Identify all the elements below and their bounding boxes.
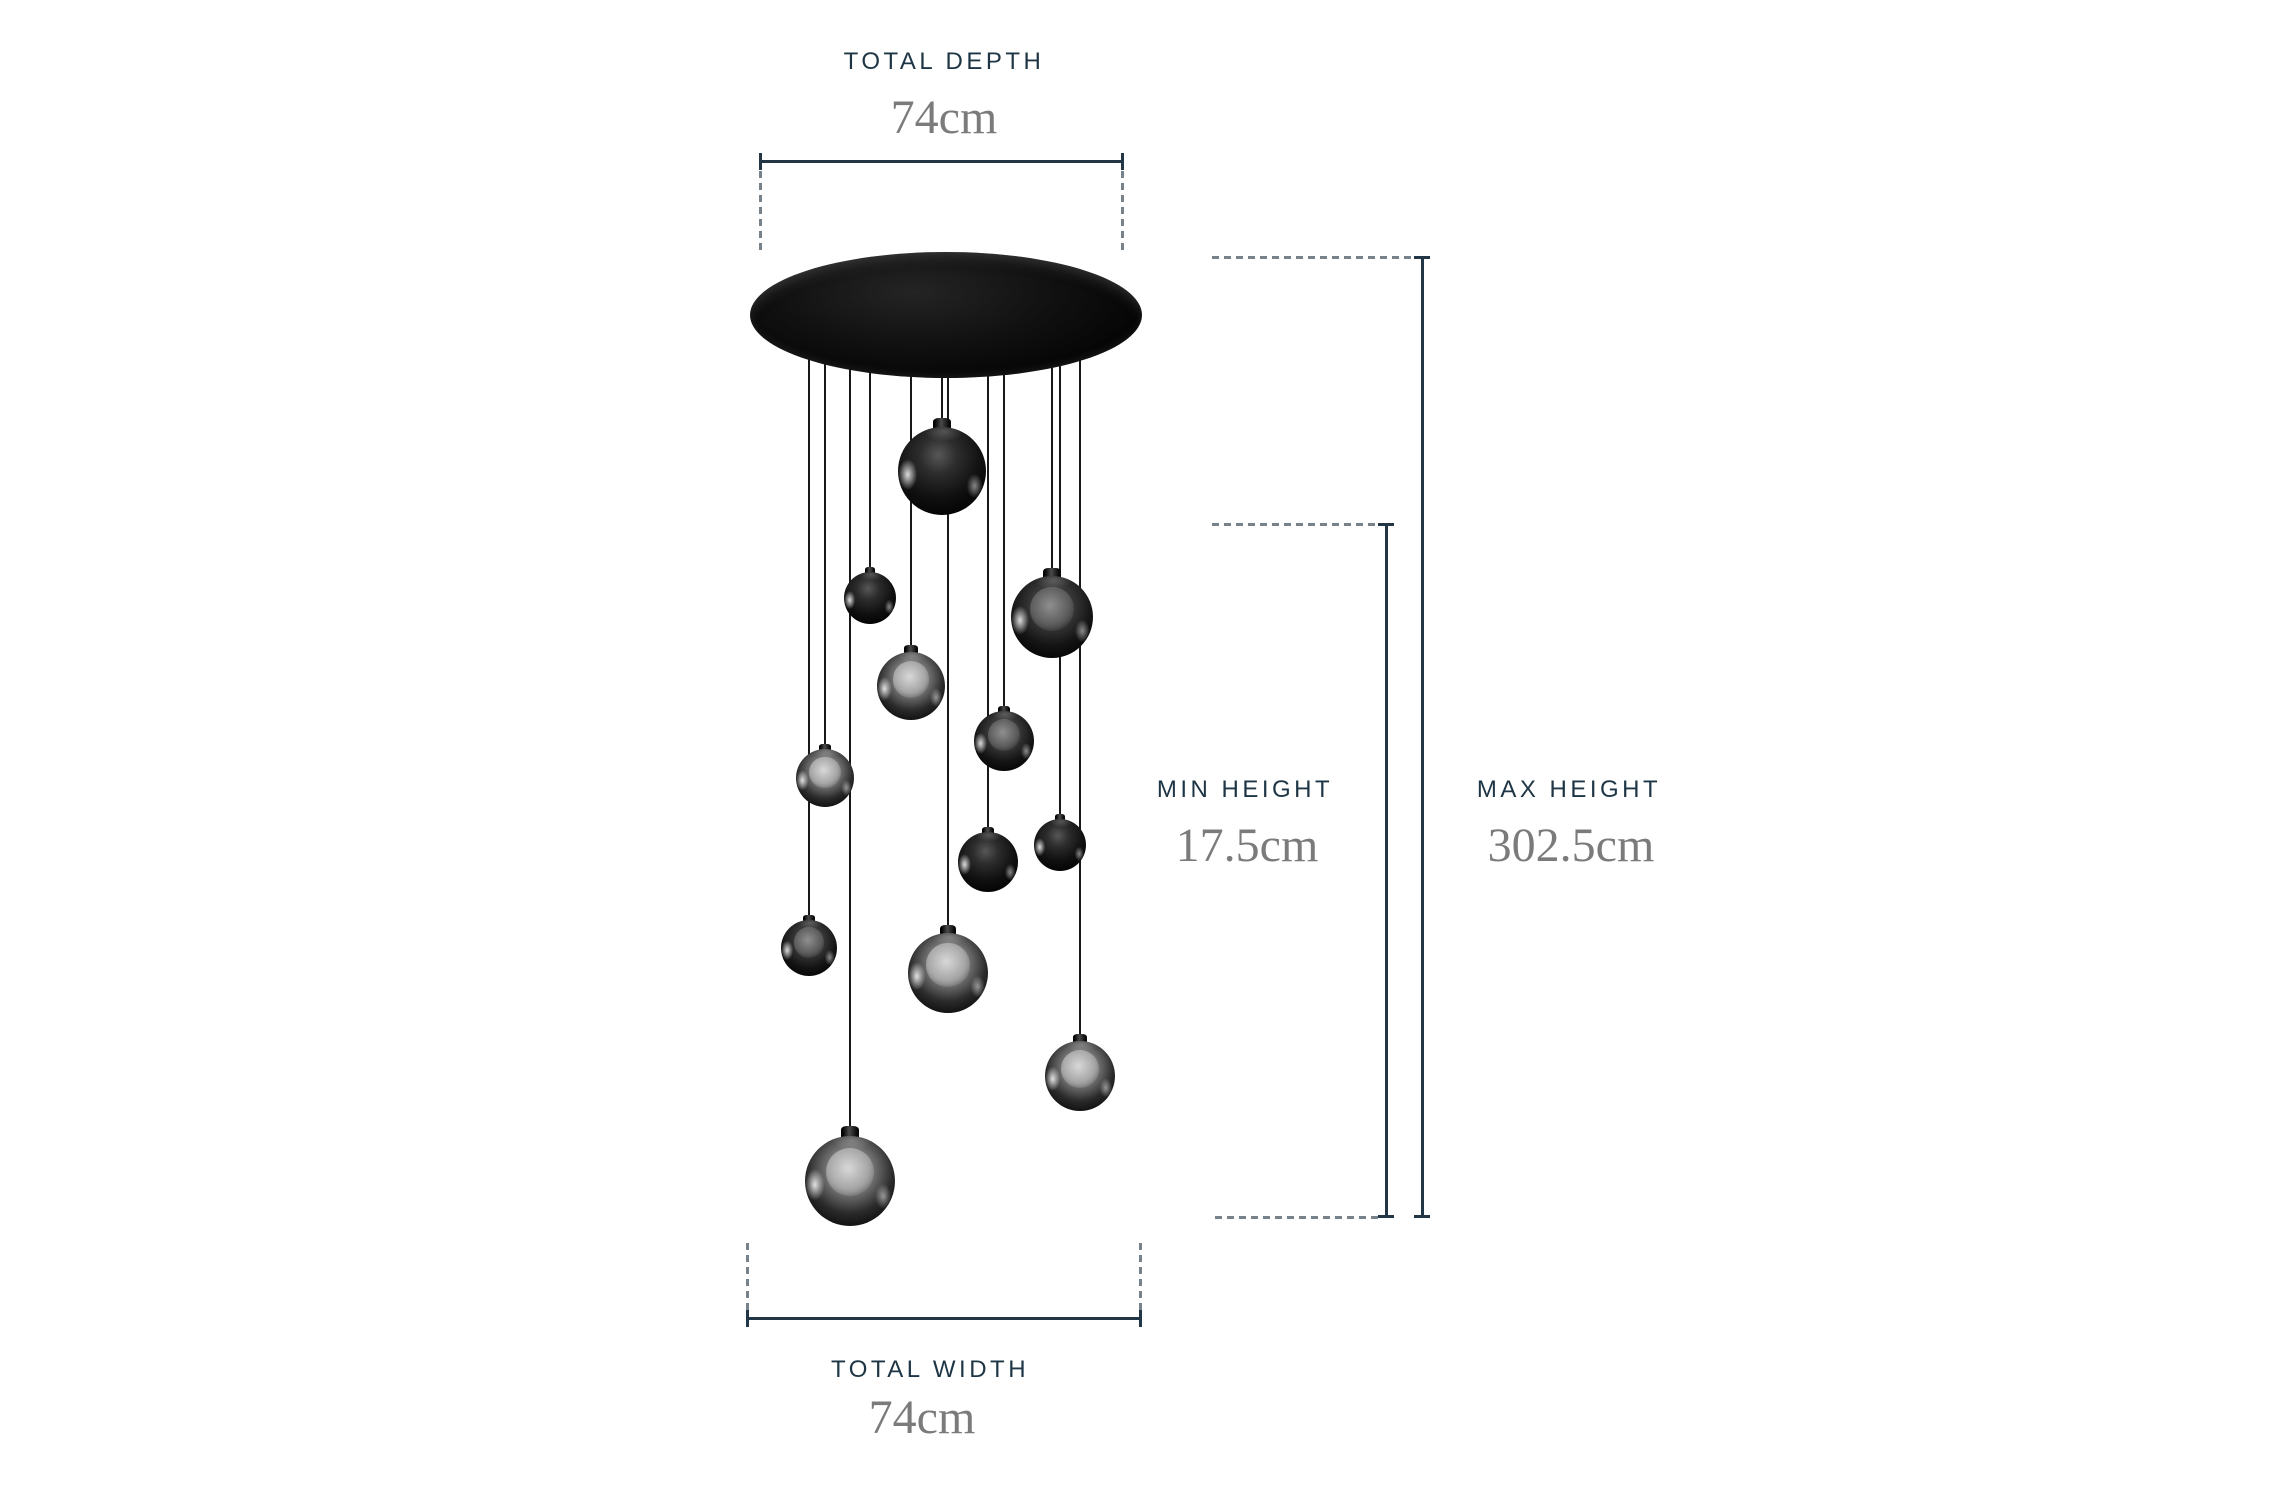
pendant-orb (1011, 576, 1093, 658)
pendant-socket (1072, 1034, 1088, 1044)
pendant-cord (848, 359, 852, 1127)
total-depth-label: TOTAL DEPTH (843, 48, 1045, 75)
pendant-socket (818, 743, 832, 752)
pendant-cord (909, 366, 913, 646)
pendant-orb (805, 1136, 895, 1226)
pendant-socket (997, 705, 1011, 714)
min-height-label: MIN HEIGHT (1156, 776, 1334, 803)
min-height-value: 17.5cm (1175, 819, 1319, 872)
pendant-cord (946, 367, 950, 925)
pendant-socket (864, 567, 876, 575)
max-height-value: 302.5cm (1487, 819, 1655, 872)
pendant-orb (958, 832, 1018, 892)
total-width-label: TOTAL WIDTH (830, 1356, 1030, 1383)
total-width-value: 74cm (868, 1391, 976, 1444)
total-depth-right-tick (1121, 153, 1124, 170)
pendant-cord (940, 367, 944, 418)
total-depth-dimension-line (761, 160, 1123, 163)
total-width-left-tick (746, 1310, 749, 1327)
pendant-socket (803, 915, 815, 923)
pendant-cord (1078, 350, 1082, 1035)
pendant-orb (781, 920, 837, 976)
total-depth-left-tick (759, 153, 762, 170)
height-bottom-extension-line (1215, 1216, 1380, 1219)
max-height-top-cap (1414, 256, 1430, 259)
min-height-top-cap (1378, 523, 1394, 526)
total-width-left-extension-line (746, 1243, 749, 1323)
pendant-socket (1054, 814, 1066, 822)
ceiling-canopy (750, 252, 1142, 378)
pendant-orb (974, 711, 1034, 771)
pendant-cord (823, 354, 827, 744)
pendant-cord (986, 366, 990, 827)
max-height-label: MAX HEIGHT (1476, 776, 1662, 803)
total-depth-right-extension-line (1121, 171, 1124, 251)
pendant-cord (807, 350, 811, 915)
pendant-orb (1045, 1041, 1115, 1111)
pendant-socket (840, 1126, 860, 1139)
min-height-top-extension-line (1212, 523, 1379, 526)
pendant-socket (903, 645, 919, 655)
min-height-bottom-cap (1378, 1215, 1394, 1218)
pendant-socket (1043, 567, 1061, 579)
pendant-socket (981, 826, 995, 835)
max-height-bottom-cap (1414, 1215, 1430, 1218)
pendant-cord (1002, 365, 1006, 706)
pendant-orb (844, 572, 896, 624)
total-depth-left-extension-line (759, 171, 762, 251)
max-height-top-extension-line (1212, 256, 1414, 259)
total-width-dimension-line (748, 1317, 1141, 1320)
pendant-cord (1050, 357, 1054, 568)
pendant-orb (908, 933, 988, 1013)
pendant-orb (877, 652, 945, 720)
pendant-cord (868, 363, 872, 567)
max-height-dimension-line (1421, 257, 1424, 1218)
pendant-orb (1034, 819, 1086, 871)
pendant-orb (898, 427, 986, 515)
pendant-socket (932, 417, 952, 430)
pendant-orb (796, 749, 854, 807)
total-width-right-extension-line (1139, 1243, 1142, 1323)
min-height-dimension-line (1385, 524, 1388, 1218)
total-width-right-tick (1139, 1310, 1142, 1327)
total-depth-value: 74cm (890, 91, 998, 144)
pendant-socket (939, 924, 957, 936)
